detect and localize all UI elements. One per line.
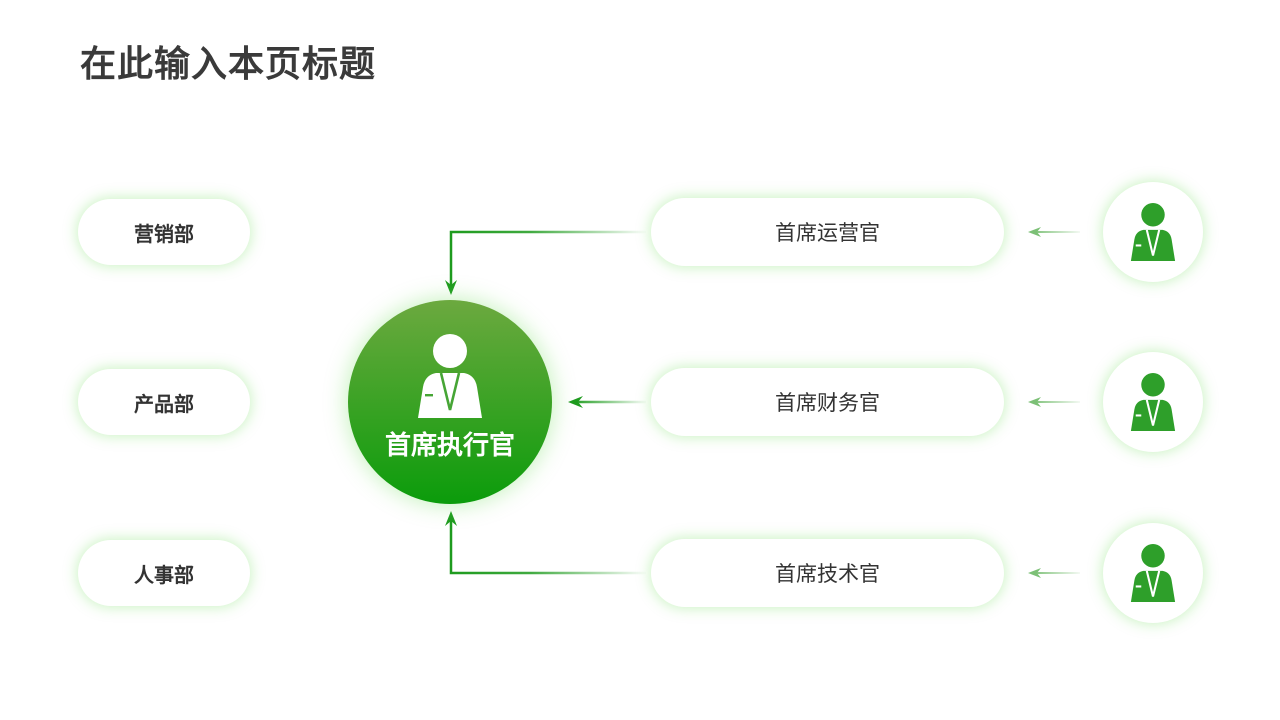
arrowhead-left [568,396,583,408]
person-head [1141,373,1165,397]
person-icon [1130,373,1176,431]
person-body [1130,229,1176,261]
officer-label: 首席财务官 [775,391,880,415]
connector-cto-to-ceo [449,520,646,575]
arrowhead-left [1028,568,1041,578]
person-collar [439,372,461,411]
officer-label: 首席运营官 [775,221,880,245]
department-pill-marketing: 营销部 [78,199,250,265]
officer-pill-coo: 首席运营官 [651,198,1004,266]
person-icon [1130,203,1176,261]
avatar-cfo [1103,352,1203,452]
avatar-cto [1103,523,1203,623]
person-pocket [1135,414,1142,417]
person-body [1130,570,1176,602]
page-title: 在此输入本页标题 [80,44,377,85]
officer-pill-cfo: 首席财务官 [651,368,1004,436]
arrowhead-left [1028,397,1041,407]
arrowhead-up [445,511,457,526]
department-pill-product: 产品部 [78,369,250,435]
department-label: 产品部 [134,391,194,416]
person-pocket [1135,585,1142,588]
person-collar [1145,399,1161,426]
ceo-label: 首席执行官 [384,431,515,461]
person-collar [1145,229,1161,256]
officer-pill-cto: 首席技术官 [651,539,1004,607]
person-collar [1145,570,1161,597]
department-pill-hr: 人事部 [78,540,250,606]
person-icon [1130,544,1176,602]
person-icon [418,334,482,418]
person-body [1130,399,1176,431]
person-head [1141,544,1165,568]
person-head [433,334,467,368]
avatar-coo [1103,182,1203,282]
arrowhead-down [445,280,457,295]
person-body [418,373,482,418]
person-pocket [1135,244,1142,247]
connector-coo-to-ceo [449,230,646,286]
department-label: 营销部 [134,221,194,246]
officer-label: 首席技术官 [775,562,880,586]
person-head [1141,203,1165,227]
department-label: 人事部 [134,562,194,587]
arrowhead-left [1028,227,1041,237]
ceo-node: 首席执行官 [348,300,552,504]
person-pocket [425,394,433,397]
